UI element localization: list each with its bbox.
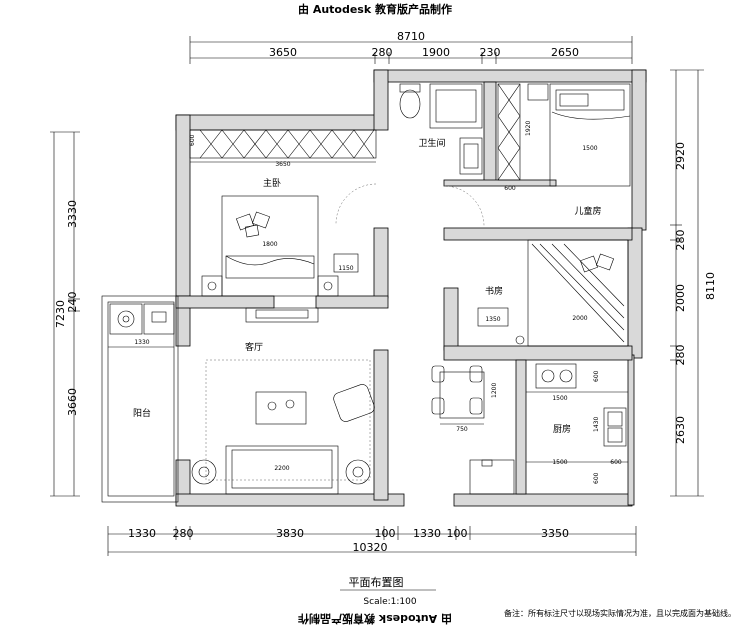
dimension-bottom: 1330 280 3830 100 1330 100 3350 10320 — [107, 526, 637, 556]
kids-room: 1500 儿童房 — [549, 83, 631, 217]
bath-cabinet-w-dim: 600 — [504, 185, 516, 192]
wardrobe-width-dim: 3650 — [275, 161, 290, 168]
dimension-top: 8710 3650 280 1900 230 2650 — [189, 30, 633, 64]
wardrobe-cross — [199, 129, 375, 159]
dining-h-dim: 1200 — [491, 383, 498, 398]
dim-right-seg-5: 2630 — [674, 416, 687, 444]
dim-right-seg-3: 2000 — [674, 284, 687, 312]
room-label-master: 主卧 — [263, 177, 281, 189]
exterior-walls — [175, 69, 647, 507]
dim-top-seg-4: 230 — [480, 46, 501, 59]
dim-left-seg-3: 3660 — [66, 388, 79, 416]
dim-bottom-seg-3: 3830 — [276, 527, 304, 540]
dim-right-seg-4: 280 — [674, 345, 687, 366]
dimension-right: 2920 280 2000 280 2630 8110 — [670, 69, 717, 497]
legend-title: 平面布置图 — [349, 576, 404, 589]
legend: 平面布置图 Scale:1:100 备注：所有标注尺寸以现场实际情况为准，且以完… — [340, 576, 736, 618]
room-label-study: 书房 — [485, 285, 503, 297]
dim-bottom-seg-7: 3350 — [541, 527, 569, 540]
dim-bottom-total: 10320 — [353, 541, 388, 554]
living-room: 客厅 2200 — [191, 307, 375, 495]
kitchen: 600 1500 厨房 1430 1500 600 600 — [526, 363, 628, 484]
study: 2000 书房 1350 — [477, 239, 629, 347]
watermark-bottom: 由 Autodesk 教育版产品制作 — [298, 612, 452, 626]
balcony: 1330 阳台 — [101, 295, 179, 503]
master-bedroom: 600 3650 主卧 1800 1150 — [189, 129, 377, 297]
dim-left-seg-1: 3330 — [66, 200, 79, 228]
dim-right-seg-1: 2920 — [674, 142, 687, 170]
sofa-dim: 2200 — [274, 465, 289, 472]
dim-bottom-seg-5: 1330 — [413, 527, 441, 540]
legend-scale: Scale:1:100 — [363, 597, 416, 607]
kitchen-side-dim: 1430 — [593, 417, 600, 432]
study-desk-dim: 1350 — [485, 316, 500, 323]
dim-bottom-seg-6: 100 — [447, 527, 468, 540]
bathroom: 卫生间 1920 600 — [399, 83, 549, 227]
kitchen-depth1-dim: 600 — [593, 370, 600, 382]
dining-area: 1200 750 — [431, 365, 515, 495]
kids-bed-dim: 1500 — [582, 145, 597, 152]
room-label-balcony: 阳台 — [133, 407, 151, 419]
dim-bottom-seg-4: 100 — [375, 527, 396, 540]
room-label-living: 客厅 — [245, 341, 263, 353]
room-label-kids: 儿童房 — [574, 205, 601, 217]
bath-cabinet-h-dim: 1920 — [525, 121, 532, 136]
washer-dim: 1330 — [134, 339, 149, 346]
dim-top-seg-2: 280 — [372, 46, 393, 59]
dim-top-seg-5: 2650 — [551, 46, 579, 59]
room-label-bathroom: 卫生间 — [418, 137, 445, 149]
watermark-top: 由 Autodesk 教育版产品制作 — [298, 2, 452, 16]
dim-bottom-seg-1: 1330 — [128, 527, 156, 540]
dim-bottom-seg-2: 280 — [173, 527, 194, 540]
dim-right-seg-2: 280 — [674, 230, 687, 251]
wardrobe-depth-dim: 600 — [189, 134, 196, 146]
dim-left-total: 7230 — [54, 300, 67, 328]
tv-cabinet-dim: 1150 — [338, 265, 353, 272]
kitchen-top-dim: 1500 — [552, 395, 567, 402]
dim-right-total: 8110 — [704, 272, 717, 300]
dim-top-total: 8710 — [397, 30, 425, 43]
legend-note: 备注：所有标注尺寸以现场实际情况为准，且以完成面为基础线。 — [504, 608, 736, 618]
dim-top-seg-1: 3650 — [269, 46, 297, 59]
dining-w-dim: 750 — [456, 426, 468, 433]
room-label-kitchen: 厨房 — [553, 423, 571, 435]
kitchen-depth3-dim: 600 — [593, 472, 600, 484]
dim-left-seg-2: 240 — [66, 292, 79, 313]
dimension-left: 7230 3330 240 3660 — [50, 131, 80, 497]
study-bed-dim: 2000 — [572, 315, 587, 322]
interior-walls — [175, 81, 633, 501]
kitchen-depth2-dim: 600 — [610, 459, 622, 466]
kitchen-bottom-dim: 1500 — [552, 459, 567, 466]
dim-top-seg-3: 1900 — [422, 46, 450, 59]
master-bed-dim: 1800 — [262, 241, 277, 248]
